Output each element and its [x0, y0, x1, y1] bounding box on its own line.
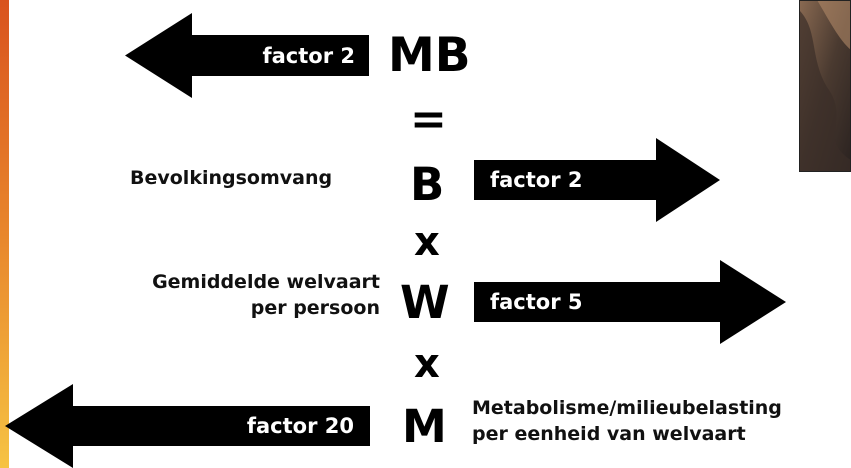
- b-right-arrow: factor 2: [474, 138, 720, 222]
- m-factor-label: factor 20: [246, 414, 354, 438]
- b-factor-label: factor 2: [490, 168, 583, 192]
- b-label: Bevolkingsomvang: [130, 167, 333, 189]
- m-label-line1: Metabolisme/milieubelasting: [472, 397, 782, 419]
- mb-left-arrow: factor 2: [125, 13, 369, 98]
- slide-edge-decoration: [0, 0, 9, 468]
- mb-factor-label: factor 2: [262, 43, 355, 68]
- w-symbol: W: [400, 276, 450, 329]
- times-symbol-2: x: [414, 341, 440, 387]
- m-label: Metabolisme/milieubelasting per eenheid …: [472, 396, 782, 447]
- equals-symbol: =: [410, 94, 447, 145]
- w-right-arrow: factor 5: [474, 260, 786, 344]
- times-symbol-1: x: [414, 219, 440, 265]
- m-left-arrow: factor 20: [5, 384, 370, 468]
- w-label-line1: Gemiddelde welvaart: [152, 271, 380, 293]
- person-photo: [799, 0, 851, 172]
- b-symbol: B: [410, 158, 445, 211]
- m-symbol: M: [402, 400, 447, 453]
- w-factor-label: factor 5: [490, 290, 583, 314]
- w-label: Gemiddelde welvaart per persoon: [98, 270, 380, 321]
- w-label-line2: per persoon: [250, 296, 380, 319]
- m-label-line2: per eenheid van welvaart: [472, 422, 746, 445]
- mb-symbol: MB: [388, 28, 471, 83]
